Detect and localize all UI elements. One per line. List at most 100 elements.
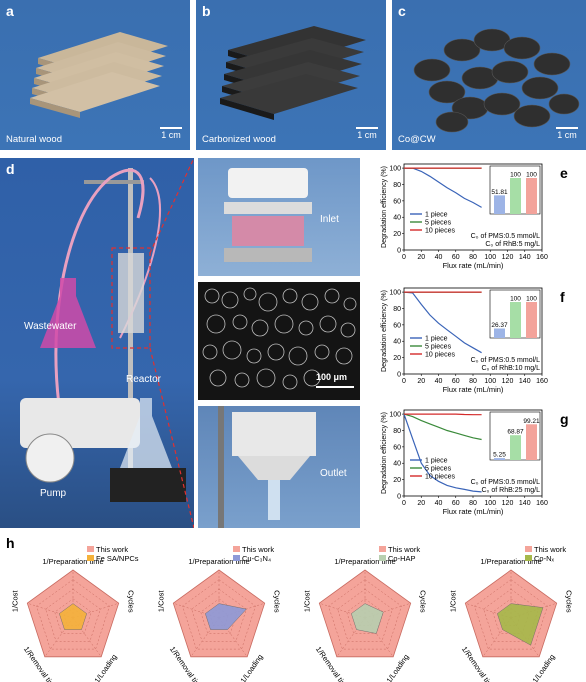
label-inlet: Inlet xyxy=(320,214,339,225)
sem-image: 100 μm xyxy=(198,282,360,400)
y-axis-label: Degradation efficiency (%) xyxy=(381,290,388,372)
radar-grid-ring xyxy=(200,598,238,634)
radar-grid-ring xyxy=(483,588,539,642)
radar-grid-ring xyxy=(328,579,402,650)
radar-axis-label-2: Cycles xyxy=(564,590,573,613)
inset-bar-1 xyxy=(494,195,505,214)
legend-swatch-comparison xyxy=(87,555,94,561)
photo-reactor-setup: d Wastewater Reactor Pump xyxy=(0,158,194,528)
x-tick-label: 80 xyxy=(469,378,477,385)
panel-letter-g: g xyxy=(560,411,569,427)
inset-bar-1 xyxy=(494,458,505,460)
sem-texture xyxy=(202,287,357,390)
caption-natural-wood: Natural wood xyxy=(6,134,62,145)
y-axis-label: Degradation efficiency (%) xyxy=(381,412,388,494)
radar-grid-ring xyxy=(191,588,247,642)
x-tick-label: 160 xyxy=(536,378,548,385)
panel-letter-a: a xyxy=(6,3,14,19)
zoom-line-bottom xyxy=(149,347,194,528)
legend-label-this-work: This work xyxy=(388,545,420,554)
y-tick-label: 80 xyxy=(393,306,401,313)
scale-bar-a: 1 cm xyxy=(158,127,184,140)
radar-chart-3: 1/Preparation timeCycles1/Loading1/Remov… xyxy=(303,545,428,682)
radar-axis-label-5: 1/Cost xyxy=(11,590,20,613)
legend-label-3: 10 pieces xyxy=(425,474,455,481)
y-tick-label: 60 xyxy=(393,198,401,205)
radar-grid-ring xyxy=(54,598,92,634)
legend-label-1: 1 piece xyxy=(425,212,448,219)
radar-axis-label-5: 1/Cost xyxy=(303,590,312,613)
x-tick-label: 120 xyxy=(502,500,514,507)
x-tick-label: 0 xyxy=(402,500,406,507)
legend-label-this-work: This work xyxy=(96,545,128,554)
y-tick-label: 100 xyxy=(389,290,401,297)
legend-label-1: 1 piece xyxy=(425,336,448,343)
x-tick-label: 20 xyxy=(417,500,425,507)
legend-swatch-this-work xyxy=(233,546,240,552)
legend-swatch-comparison xyxy=(379,555,386,561)
scale-label-b: 1 cm xyxy=(357,130,377,140)
radar-comparison-area xyxy=(205,603,247,630)
x-tick-label: 0 xyxy=(402,254,406,261)
wastewater-flask xyxy=(40,278,96,348)
legend-label-3: 10 pieces xyxy=(425,352,455,359)
zoom-line-top xyxy=(149,158,194,254)
annotation-2: C₀ of RhB:5 mg/L xyxy=(485,241,540,248)
radar-grid-ring xyxy=(182,579,256,650)
legend-label-this-work: This work xyxy=(534,545,566,554)
photo-outlet: Outlet xyxy=(198,406,360,528)
inset-bar-label-3: 100 xyxy=(526,172,537,179)
panel-letter-h: h xyxy=(6,535,15,551)
co-cw-discs xyxy=(413,28,580,133)
inset-bar-2 xyxy=(510,435,521,460)
photo-co-cw: c Co@CW 1 cm xyxy=(392,0,586,150)
radar-grid-ring xyxy=(36,579,110,650)
radar-axis-label-5: 1/Cost xyxy=(157,590,166,613)
x-axis-label: Flux rate (mL/min) xyxy=(443,261,504,270)
wood-stack-illustration xyxy=(30,32,168,118)
y-tick-label: 80 xyxy=(393,428,401,435)
legend-label-this-work: This work xyxy=(242,545,274,554)
carbon-stack-illustration xyxy=(220,26,366,120)
radar-grid-ring xyxy=(45,588,101,642)
photo-natural-wood: a Natural wood 1 cm xyxy=(0,0,190,150)
radar-axis-label-2: Cycles xyxy=(126,590,135,613)
y-tick-label: 60 xyxy=(393,322,401,329)
inset-bar-3 xyxy=(526,178,537,214)
annotation-1: C₀ of PMS:0.5 mmol/L xyxy=(471,479,541,486)
panel-letter-c: c xyxy=(398,3,406,19)
inset-bar-label-2: 68.87 xyxy=(507,429,524,436)
y-tick-label: 40 xyxy=(393,339,401,346)
radar-axis-label-5: 1/Cost xyxy=(449,590,458,613)
x-tick-label: 140 xyxy=(519,500,531,507)
panel-letter-e: e xyxy=(560,165,568,181)
y-tick-label: 60 xyxy=(393,444,401,451)
reactor-highlight-box xyxy=(111,247,151,349)
legend-label-comparison: Cu-C₃N₄ xyxy=(242,554,271,563)
annotation-1: C₀ of PMS:0.5 mmol/L xyxy=(471,357,541,364)
scale-bar-b: 1 cm xyxy=(354,127,380,140)
legend-label-2: 5 pieces xyxy=(425,466,452,473)
legend-swatch-this-work xyxy=(525,546,532,552)
series-line-1 xyxy=(404,167,482,208)
legend-label-2: 5 pieces xyxy=(425,344,452,351)
inset-bar-3 xyxy=(526,424,537,460)
label-pump: Pump xyxy=(40,488,67,499)
inset-bar-label-2: 100 xyxy=(510,172,521,179)
series-line-1 xyxy=(403,291,482,354)
y-axis-label: Degradation efficiency (%) xyxy=(381,166,388,248)
caption-carbonized-wood: Carbonized wood xyxy=(202,134,276,145)
radar-axis-label-1: 1/Preparation time xyxy=(480,557,541,566)
x-tick-label: 0 xyxy=(402,378,406,385)
tubing xyxy=(54,168,145,459)
carbonized-wood-slices xyxy=(220,26,366,120)
radar-comparison-area xyxy=(497,603,544,646)
radar-comparison-area xyxy=(351,603,384,634)
y-tick-label: 40 xyxy=(393,461,401,468)
label-outlet: Outlet xyxy=(320,468,347,479)
panel-letter-d: d xyxy=(6,161,15,177)
setup-illustration xyxy=(20,158,194,528)
x-tick-label: 100 xyxy=(484,254,496,261)
